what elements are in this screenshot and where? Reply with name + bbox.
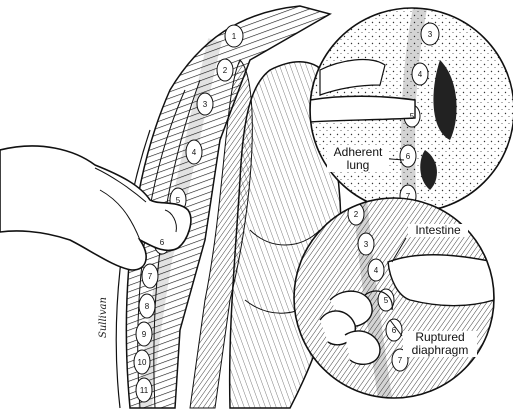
adherent-label-line1: Adherent bbox=[333, 145, 383, 159]
rib-number-label: 11 bbox=[140, 386, 149, 395]
inset-rib-number-label: 7 bbox=[406, 192, 411, 201]
rib-number-label: 8 bbox=[145, 302, 150, 311]
inset-rib-number-label: 5 bbox=[384, 296, 389, 305]
ruptured-label-line2: diaphragm bbox=[411, 343, 469, 357]
ruptured-diaphragm-label: Ruptured diaphragm bbox=[403, 331, 477, 357]
rib-number-label: 4 bbox=[192, 148, 197, 157]
inset-rib-number-label: 6 bbox=[406, 152, 411, 161]
inset-rib-number-label: 3 bbox=[364, 240, 369, 249]
inset-adherent-lung bbox=[309, 7, 513, 213]
inset-rib-number-label: 4 bbox=[374, 266, 379, 275]
rib-number-label: 10 bbox=[138, 358, 147, 367]
inset-rib-number-label: 4 bbox=[418, 70, 423, 79]
intestine-loops bbox=[319, 290, 393, 366]
intestine-label-text: Intestine bbox=[415, 223, 461, 237]
rib-number-label: 2 bbox=[223, 66, 228, 75]
intestine-label: Intestine bbox=[408, 224, 468, 237]
ruptured-label-line1: Ruptured bbox=[415, 330, 465, 344]
inset-rib-number-label: 7 bbox=[398, 356, 403, 365]
inset-rib-number-label: 6 bbox=[392, 326, 397, 335]
artist-signature: Sullivan bbox=[98, 297, 109, 338]
rib-number-label: 7 bbox=[148, 272, 153, 281]
inset-rib-number-label: 5 bbox=[410, 112, 415, 121]
rib-number-label: 6 bbox=[160, 238, 165, 247]
examining-hand bbox=[0, 145, 192, 271]
rib-number-label: 3 bbox=[203, 100, 208, 109]
inset-rib-number-label: 3 bbox=[428, 30, 433, 39]
adherent-label-line2: lung bbox=[346, 158, 370, 172]
adherent-lung-label: Adherent lung bbox=[327, 146, 389, 172]
rib-number-label: 5 bbox=[176, 196, 181, 205]
rib-number-label: 9 bbox=[142, 330, 147, 339]
rib-number-label: 1 bbox=[232, 32, 237, 41]
inset-rib-number-label: 2 bbox=[354, 210, 359, 219]
